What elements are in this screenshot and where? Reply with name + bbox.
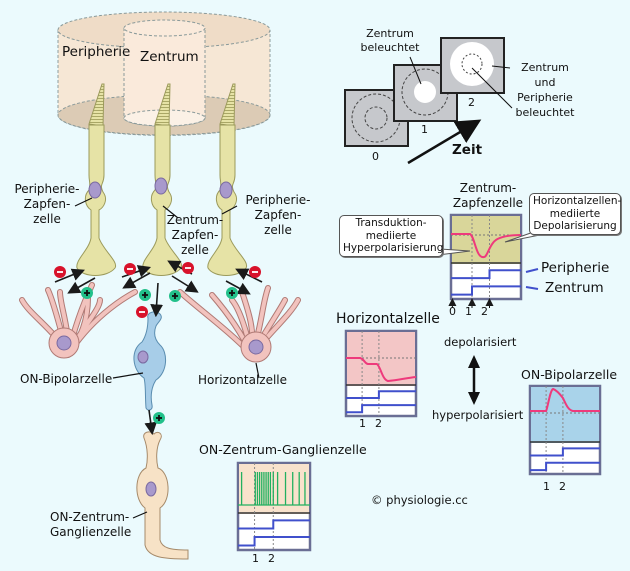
time-arrow xyxy=(407,119,482,165)
synapse-signs xyxy=(54,262,261,424)
inhibitory-sign xyxy=(182,262,194,274)
bipolar-plot-title: ON-Bipolarzelle xyxy=(521,367,618,382)
bipolar-tick-1: 1 xyxy=(543,480,550,493)
time-label: Zeit xyxy=(452,142,483,158)
plot-membrane-area xyxy=(239,464,309,514)
inner-segment xyxy=(207,124,248,276)
synapse-arrows xyxy=(54,260,263,436)
cone-cell-center xyxy=(142,83,183,276)
horizontal-tick-2: 2 xyxy=(375,417,382,430)
stimulus-frame-2-label: 2 xyxy=(468,96,475,109)
cone-cells xyxy=(76,83,248,276)
bipolar-cell-label: ON-Bipolarzelle xyxy=(20,372,113,386)
excitatory-sign xyxy=(139,289,151,301)
cone-plot-legend-lines xyxy=(525,268,539,290)
horizontal-cell-label: Horizontalzelle xyxy=(198,373,288,387)
stimulus-frame-2 xyxy=(440,37,505,94)
ganglion-tick-1: 1 xyxy=(252,552,259,565)
center-stimulus-trace xyxy=(238,536,310,547)
periphery-label: Peripherie xyxy=(62,44,131,60)
legend-center: Zentrum xyxy=(545,280,604,296)
polarity-axis-arrow xyxy=(468,355,480,405)
excitatory-sign xyxy=(81,287,93,299)
ganglion-cell-label: ON-Zentrum- Ganglienzelle xyxy=(50,510,132,539)
receptive-field xyxy=(57,11,271,136)
copyright: © physiologie.cc xyxy=(371,493,468,507)
left-cone-label: Peripherie- Zapfen- zelle xyxy=(14,182,80,226)
cone-cell-right xyxy=(207,83,248,276)
center-stimulus-trace xyxy=(530,461,600,472)
nucleus xyxy=(219,181,233,199)
horizontal-depolarization-callout: Horizontalzellen- mediierte Depolarisier… xyxy=(529,193,621,235)
cone-cell-left xyxy=(76,83,117,276)
cone-tick-0: 0 xyxy=(449,305,456,318)
ganglion-tick-2: 2 xyxy=(268,552,275,565)
membrane-trace xyxy=(346,357,417,383)
hyperpolarized-label: hyperpolarisiert xyxy=(432,408,524,422)
transduction-callout: Transduktion- mediierte Hyperpolarisieru… xyxy=(339,215,443,257)
center-label: Zentrum xyxy=(140,49,199,65)
periphery-stimulus-trace xyxy=(451,269,521,280)
both-lit-label: Zentrum und Peripherie beleuchtet xyxy=(515,61,575,119)
legend-periphery: Peripherie xyxy=(541,260,610,276)
inner-segment xyxy=(76,124,117,276)
inhibitory-sign xyxy=(124,263,136,275)
horizontal-tick-1: 1 xyxy=(359,417,366,430)
nucleus xyxy=(154,177,168,195)
horizontal-cell-right xyxy=(177,285,301,363)
horizontal-cell-left xyxy=(19,282,138,359)
stimulus-frame-1-label: 1 xyxy=(421,123,428,136)
on-bipolar-cell xyxy=(133,311,166,411)
cone-tick-2: 2 xyxy=(481,305,488,318)
membrane-trace xyxy=(530,387,600,412)
center-stimulus-trace xyxy=(451,285,521,296)
excitatory-sign xyxy=(169,290,181,302)
periphery-stimulus-trace xyxy=(346,390,416,400)
stimulus-frame-0-label: 0 xyxy=(372,150,379,163)
horizontal-plot xyxy=(344,329,418,418)
response-plots xyxy=(236,213,602,552)
ganglion-plot-title: ON-Zentrum-Ganglienzelle xyxy=(199,442,367,457)
center-cone-label: Zentrum- Zapfen- zelle xyxy=(166,213,224,257)
inhibitory-sign xyxy=(54,266,66,278)
periphery-stimulus-trace xyxy=(238,519,310,530)
horizontal-plot-title: Horizontalzelle xyxy=(336,311,440,327)
on-center-ganglion-cell xyxy=(136,431,189,560)
right-cone-label: Peripherie- Zapfen- zelle xyxy=(245,193,311,237)
ganglion-plot xyxy=(236,461,312,552)
leader-lines xyxy=(74,197,260,519)
center-stimulus-trace xyxy=(346,404,416,414)
cone-plot-title: Zentrum- Zapfenzelle xyxy=(452,181,524,210)
inner-segment xyxy=(142,124,183,276)
bipolar-plot xyxy=(528,384,602,476)
nucleus xyxy=(88,181,102,199)
periphery-stimulus-trace xyxy=(530,447,600,457)
cone-plot xyxy=(449,213,523,301)
depolarized-label: depolarisiert xyxy=(444,335,517,349)
bipolar-tick-2: 2 xyxy=(559,480,566,493)
center-lit-label: Zentrum beleuchtet xyxy=(360,27,420,54)
membrane-trace xyxy=(451,233,522,258)
excitatory-sign xyxy=(226,287,238,299)
inhibitory-sign xyxy=(249,266,261,278)
plot-membrane-area xyxy=(531,387,599,443)
excitatory-sign xyxy=(153,412,165,424)
stimulus-sequence xyxy=(344,37,513,165)
inhibitory-sign xyxy=(136,306,148,318)
cone-tick-1: 1 xyxy=(465,305,472,318)
